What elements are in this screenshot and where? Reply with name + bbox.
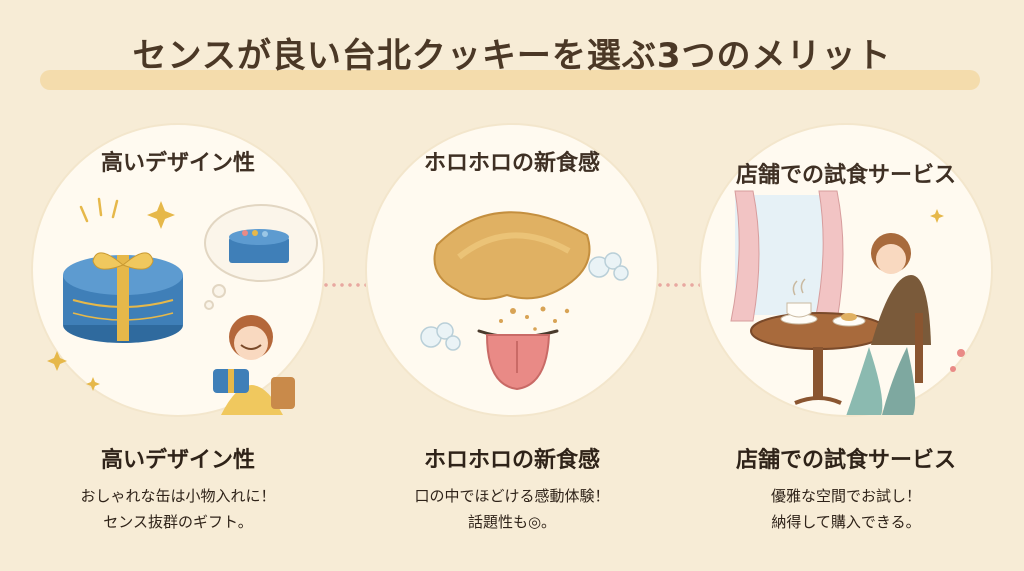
cookie-tongue-illustration (420, 211, 629, 391)
feature-heading-tasting: 店舗での試食サービス (735, 448, 956, 473)
feature-desc-tasting: 優雅な空間でお試し！ 納得して購入できる。 (686, 483, 1006, 535)
feature-desc-line: センス抜群のギフト。 (103, 513, 253, 531)
feature-desc-line: 優雅な空間でお試し！ (770, 487, 921, 505)
circle-label-texture: ホロホロの新食感 (423, 151, 600, 176)
feature-desc-line: 納得して購入できる。 (771, 513, 921, 531)
circle-label-tasting: 店舗での試食サービス (735, 163, 956, 188)
feature-desc-line: 話題性も◎。 (467, 513, 557, 531)
connector-dots (322, 283, 372, 287)
connector-dots (656, 283, 706, 287)
feature-heading-design: 高いデザイン性 (100, 448, 255, 473)
feature-desc-line: おしゃれな缶は小物入れに！ (80, 487, 276, 505)
feature-circle-tasting: 店舗での試食サービス (701, 125, 991, 415)
feature-circle-texture: ホロホロの新食感 (367, 125, 657, 415)
feature-circle-design: 高いデザイン性 (33, 125, 323, 415)
cafe-tasting-illustration (730, 190, 965, 415)
circle-label-design: 高いデザイン性 (100, 151, 255, 176)
title-highlight (40, 70, 980, 90)
feature-desc-design: おしゃれな缶は小物入れに！ センス抜群のギフト。 (18, 483, 338, 535)
feature-desc-texture: 口の中でほどける感動体験！ 話題性も◎。 (352, 483, 672, 535)
cookie-tin-illustration (47, 197, 318, 415)
page-title: センスが良い台北クッキーを選ぶ3つのメリット (132, 36, 892, 76)
sparkle-icon (47, 201, 175, 391)
feature-desc-line: 口の中でほどける感動体験！ (414, 487, 610, 505)
title-wrap: センスが良い台北クッキーを選ぶ3つのメリット (0, 28, 1024, 77)
feature-heading-texture: ホロホロの新食感 (423, 448, 600, 473)
